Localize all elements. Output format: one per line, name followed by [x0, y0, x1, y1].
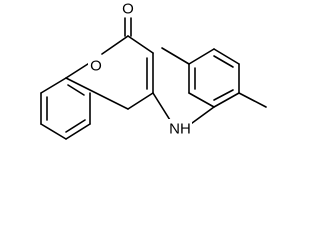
structure-canvas: O O NH: [40, 1, 267, 140]
bond-methyl-right: [238, 92, 267, 108]
bond-ar-1-2: [188, 92, 215, 108]
bond-c2-c3: [127, 35, 154, 54]
bond-ar-6-1-inner: [213, 89, 234, 101]
bond-c4-c4a: [127, 92, 154, 110]
bond-o1-c8a: [65, 61, 92, 79]
bond-ar-4-5: [213, 48, 240, 65]
ring-oxygen-label: O: [90, 58, 102, 75]
bond-c6-c5: [65, 123, 91, 140]
bond-methyl-top: [161, 47, 190, 65]
bond-n-c1prime: [187, 106, 215, 127]
carbonyl-oxygen-label: O: [122, 1, 134, 18]
molecule-structure: O O NH: [40, 1, 267, 140]
bond-ar-4-5-inner: [213, 55, 234, 68]
bond-c7-c6: [40, 123, 67, 140]
bond-c4a-c8a-inner: [67, 84, 85, 96]
bond-ar-6-1: [213, 92, 240, 108]
amine-label: NH: [169, 121, 191, 138]
bond-c4a-c8a: [65, 77, 129, 110]
bond-c8a-c8: [40, 77, 67, 94]
bond-c6-c5-inner: [65, 119, 86, 133]
bond-c2-o1: [101, 35, 129, 55]
bond-ar-3-4: [188, 48, 215, 65]
